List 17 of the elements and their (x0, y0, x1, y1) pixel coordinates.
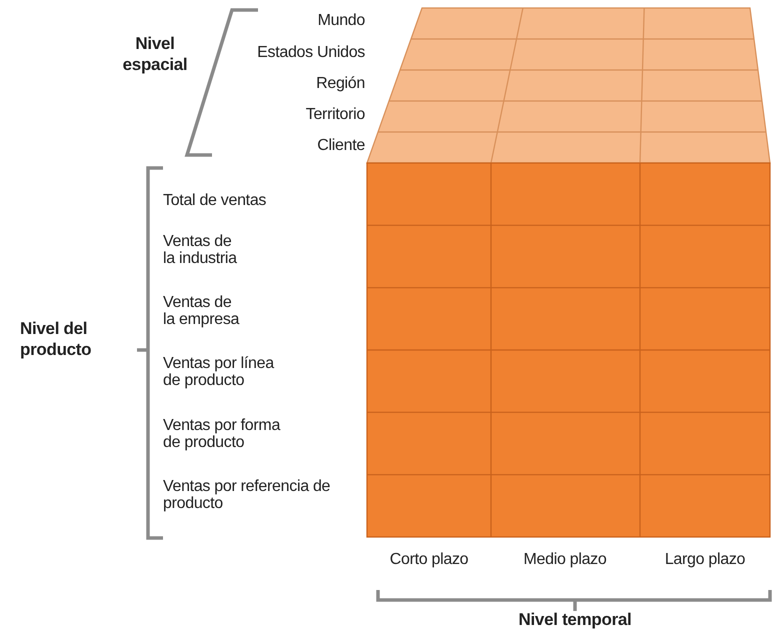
row-label: Ventas por referencia de producto (163, 478, 332, 512)
column-label: Largo plazo (664, 551, 746, 568)
column-label: Medio plazo (522, 551, 608, 568)
row-label: Total de ventas (163, 192, 268, 209)
row-label: Cliente (316, 137, 365, 154)
axis-title: Nivel espacial (122, 33, 188, 75)
row-label: Estados Unidos (256, 44, 365, 61)
row-label: Ventas por línea de producto (163, 355, 276, 389)
row-label: Región (315, 75, 365, 92)
axis-title: Nivel temporal (518, 609, 632, 630)
row-label: Territorio (304, 106, 365, 123)
column-label: Corto plazo (388, 551, 470, 568)
row-label: Ventas de la empresa (163, 294, 240, 328)
axis-title: Nivel del producto (20, 318, 92, 360)
row-label: Ventas de la industria (163, 233, 238, 267)
row-label: Ventas por forma de producto (163, 417, 282, 451)
row-label: Mundo (316, 12, 365, 29)
